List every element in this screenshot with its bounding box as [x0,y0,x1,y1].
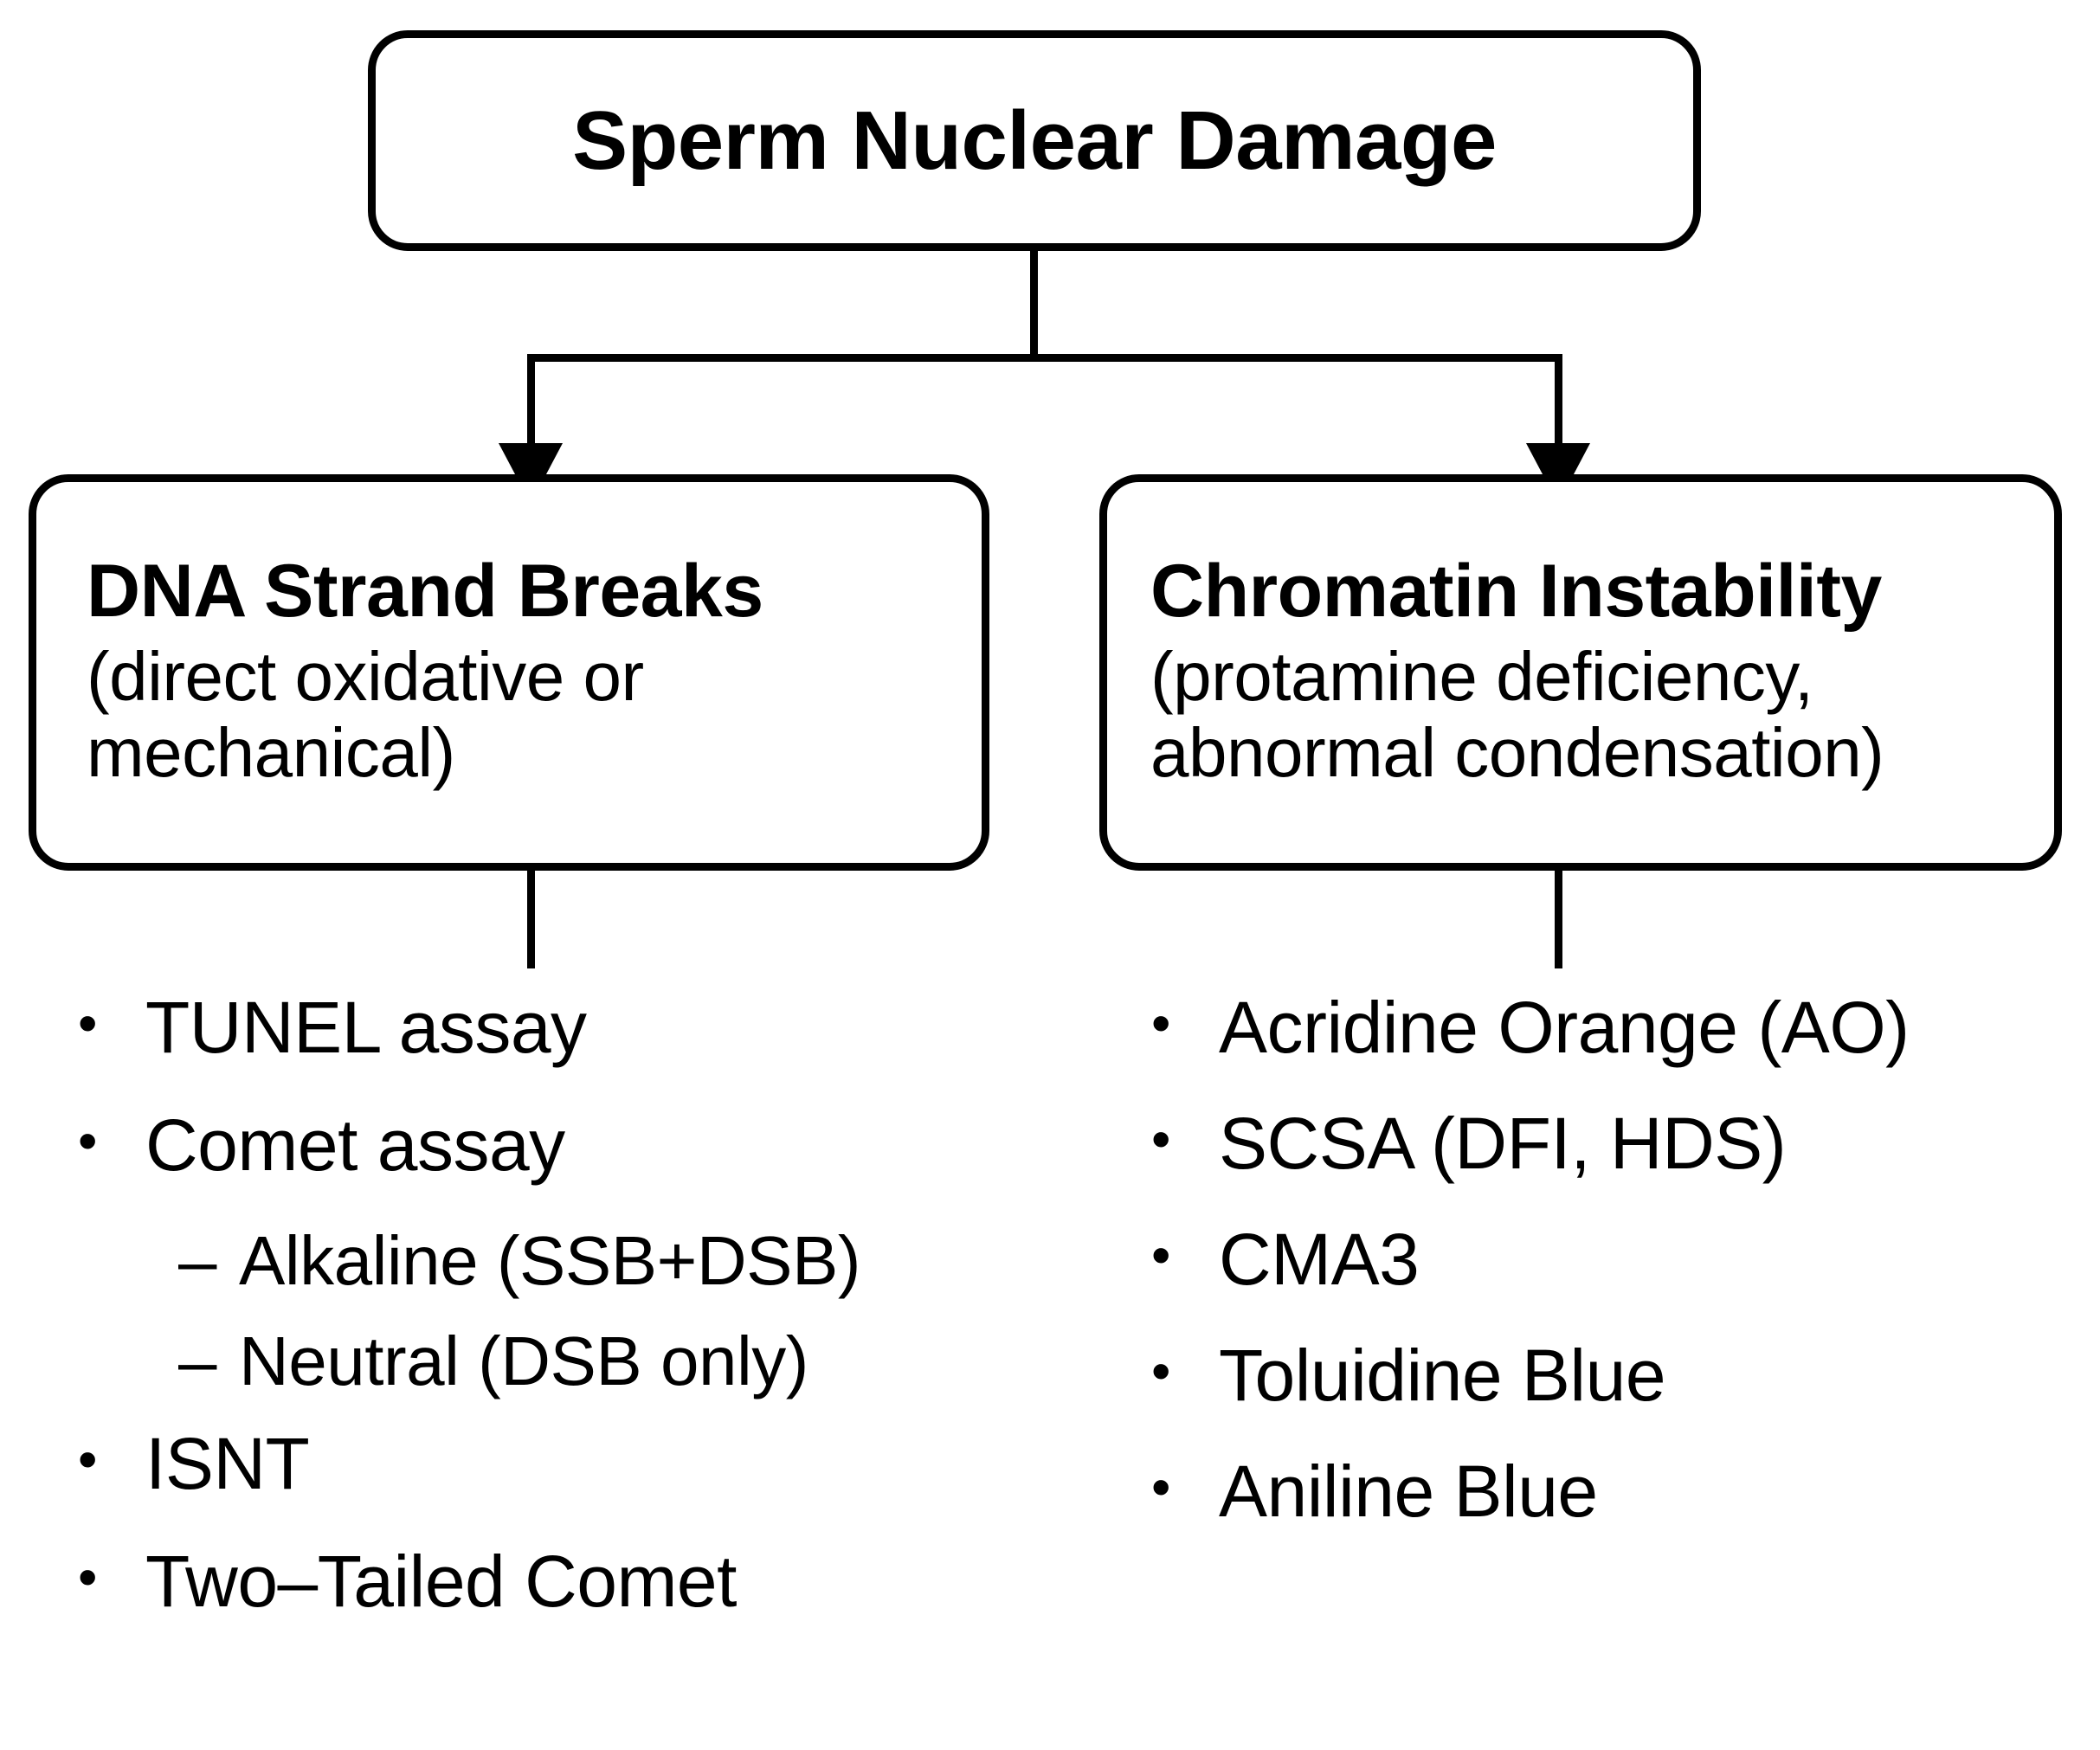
list-item: • Toluidine Blue [1151,1339,2086,1412]
list-item: • Comet assay [78,1109,1047,1181]
node-chromatin-instability: Chromatin Instability (protamine deficie… [1099,474,2062,871]
connector-tail-left [527,871,535,968]
sub-list-item-label: Neutral (DSB only) [239,1322,808,1399]
assay-list-dna-strand-breaks: • TUNEL assay • Comet assay – Alkaline (… [78,991,1047,1663]
bullet-icon: • [78,1546,97,1608]
bullet-icon: • [78,1110,97,1172]
node-sperm-nuclear-damage: Sperm Nuclear Damage [368,30,1701,251]
list-item: • Acridine Orange (AO) [1151,991,2086,1064]
dash-icon: – [178,1222,217,1299]
sub-list-item: – Alkaline (SSB+DSB) [178,1226,1047,1296]
bullet-icon: • [78,1428,97,1490]
list-item: • ISNT [78,1427,1047,1500]
list-item: • TUNEL assay [78,991,1047,1064]
sub-list-item: – Neutral (DSB only) [178,1327,1047,1396]
list-item-label: Aniline Blue [1219,1451,1598,1532]
bullet-icon: • [1151,992,1170,1054]
connector-horizontal-bus [527,354,1562,362]
list-item-label: SCSA (DFI, HDS) [1219,1103,1787,1184]
node-title-dna-strand-breaks: DNA Strand Breaks [87,550,763,633]
node-dna-strand-breaks: DNA Strand Breaks (direct oxidative or m… [29,474,989,871]
list-item-label: ISNT [145,1423,310,1504]
connector-tail-right [1555,871,1562,968]
list-item: • CMA3 [1151,1223,2086,1296]
list-item: • Aniline Blue [1151,1455,2086,1528]
list-item-label: Toluidine Blue [1219,1335,1666,1416]
list-item: • SCSA (DFI, HDS) [1151,1107,2086,1180]
node-title-chromatin-instability: Chromatin Instability [1150,550,1882,633]
sub-list-item-label: Alkaline (SSB+DSB) [239,1222,860,1299]
bullet-icon: • [1151,1340,1170,1402]
list-item-label: Acridine Orange (AO) [1219,987,1910,1068]
assay-list-chromatin-instability: • Acridine Orange (AO) • SCSA (DFI, HDS)… [1151,991,2086,1571]
bullet-icon: • [1151,1456,1170,1518]
node-title-root: Sperm Nuclear Damage [572,93,1497,187]
list-item: • Two–Tailed Comet [78,1545,1047,1618]
list-item-label: CMA3 [1219,1219,1420,1300]
node-subtitle-dna-strand-breaks: (direct oxidative or mechanical) [87,638,644,791]
list-item-label: TUNEL assay [145,987,587,1068]
node-subtitle-chromatin-instability: (protamine deficiency, abnormal condensa… [1150,638,1884,791]
list-item-label: Comet assay [145,1104,565,1186]
list-item-label: Two–Tailed Comet [145,1541,738,1622]
bullet-icon: • [1151,1224,1170,1286]
dash-icon: – [178,1322,217,1399]
connector-root-stem [1030,251,1038,359]
connector-drop-right [1555,354,1562,454]
bullet-icon: • [78,992,97,1054]
bullet-icon: • [1151,1108,1170,1170]
connector-drop-left [527,354,535,454]
